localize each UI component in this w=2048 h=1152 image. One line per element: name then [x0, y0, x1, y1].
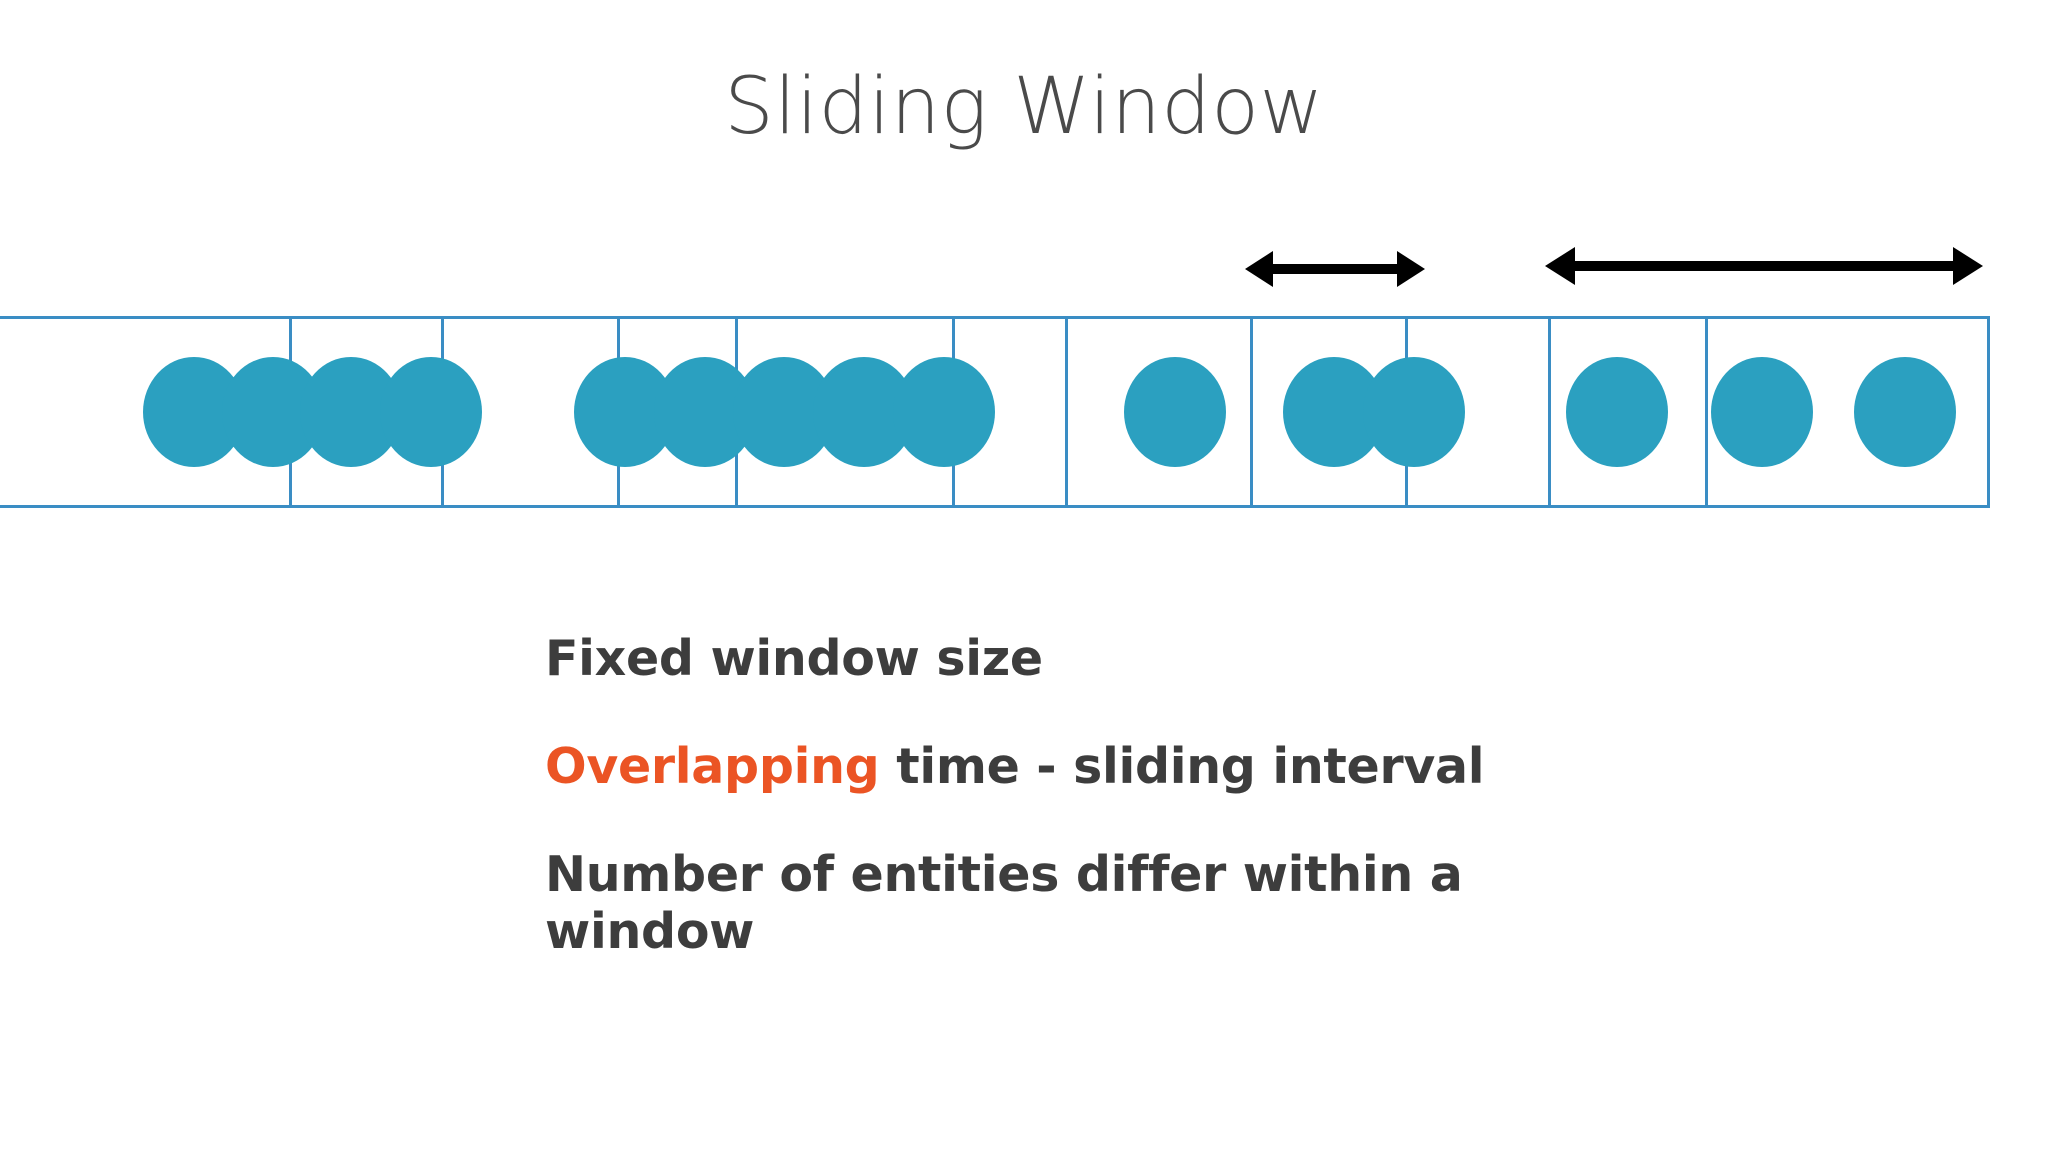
bullet-list: Fixed window size Overlapping time - sli… — [545, 630, 1645, 961]
timeline-cell-divider — [1065, 316, 1068, 508]
entity-circle — [380, 357, 482, 467]
window-size-arrow — [1545, 247, 1983, 285]
entity-circle — [1711, 357, 1813, 467]
timeline-cell-divider — [1705, 316, 1708, 508]
entity-circle — [1363, 357, 1465, 467]
timeline-cell-divider — [1250, 316, 1253, 508]
timeline-cell-divider — [1548, 316, 1551, 508]
timeline-border — [0, 316, 1990, 508]
sliding-interval-arrow — [1245, 251, 1425, 287]
entity-circle — [893, 357, 995, 467]
bullet-overlapping-rest: time - sliding interval — [879, 737, 1485, 795]
bullet-entity-count: Number of entities differ within a windo… — [545, 845, 1463, 961]
bullet-fixed-window-size: Fixed window size — [545, 630, 1043, 687]
entity-circle — [1124, 357, 1226, 467]
entity-layer — [0, 316, 2048, 508]
entity-circle — [1854, 357, 1956, 467]
page-title: Sliding Window — [724, 62, 1324, 152]
bullet-overlapping-interval: Overlapping time - sliding interval — [545, 738, 1645, 796]
bullet-highlight-overlapping: Overlapping — [545, 737, 880, 795]
entity-circle — [1566, 357, 1668, 467]
